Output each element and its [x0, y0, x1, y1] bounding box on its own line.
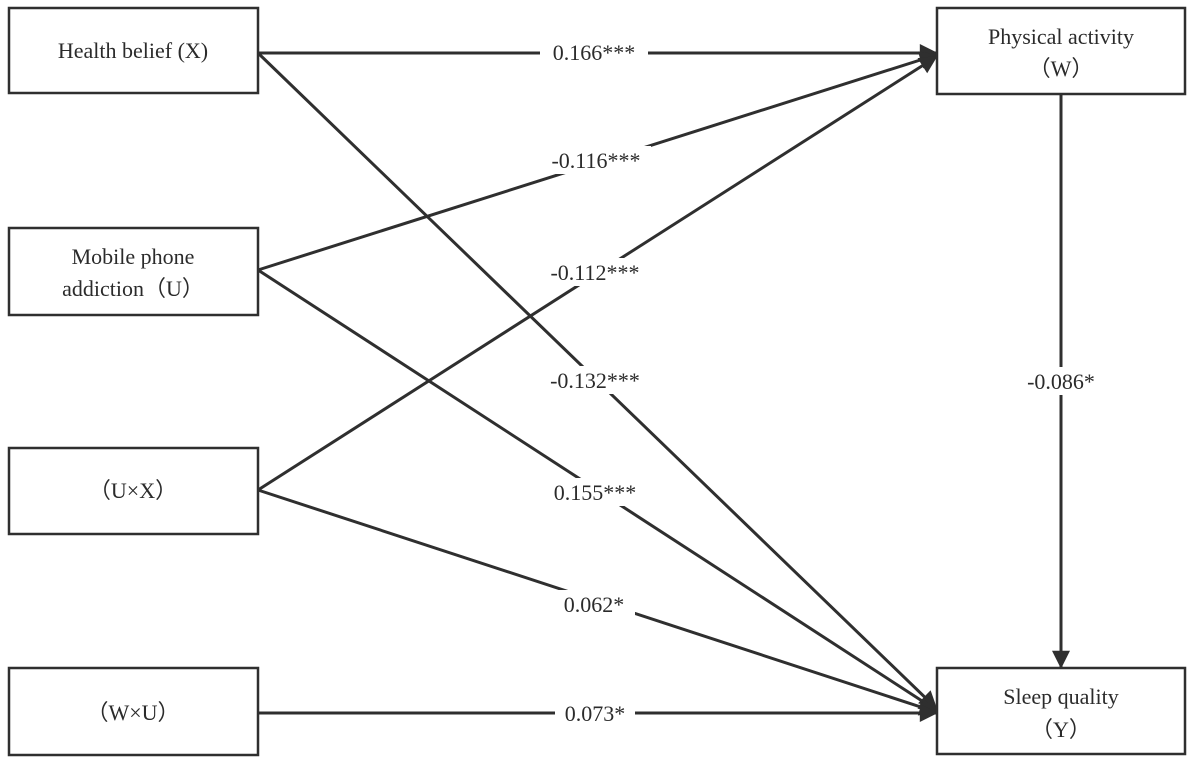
coef-wu-sq: 0.073* [555, 699, 635, 727]
coef-pm-pa-text: -0.116*** [551, 148, 640, 173]
coef-hb-sq: -0.132*** [538, 366, 652, 394]
node-physical-activity-line2: （W） [1029, 56, 1094, 81]
coef-pm-sq: 0.155*** [541, 478, 649, 506]
coef-ux-sq: 0.062* [553, 590, 635, 618]
coef-ux-pa: -0.112*** [539, 258, 651, 286]
node-phone-addiction-line2: addiction（U） [62, 276, 204, 301]
node-sleep-quality-line1: Sleep quality [1003, 684, 1118, 709]
node-sleep-quality: Sleep quality （Y） [935, 666, 1187, 756]
coef-pa-sq: -0.086* [1015, 367, 1107, 395]
edges [256, 44, 1070, 722]
coefficient-labels: 0.166*** -0.116*** -0.112*** -0.132*** 0… [538, 38, 1107, 727]
coef-pa-sq-text: -0.086* [1027, 369, 1095, 394]
coef-pm-pa: -0.116*** [541, 146, 651, 174]
coef-hb-sq-text: -0.132*** [550, 368, 640, 393]
coef-wu-sq-text: 0.073* [565, 701, 626, 726]
node-sleep-quality-line2: （Y） [1031, 717, 1091, 742]
node-health-belief-label: Health belief (X) [58, 38, 208, 63]
node-phone-addiction: Mobile phone addiction（U） [7, 226, 260, 317]
coef-hb-pa-text: 0.166*** [553, 40, 636, 65]
node-ux-interaction-label: （U×X） [89, 478, 177, 503]
coef-pm-sq-text: 0.155*** [554, 480, 637, 505]
node-physical-activity: Physical activity （W） [935, 6, 1187, 96]
node-physical-activity-line1: Physical activity [988, 24, 1134, 49]
node-ux-interaction: （U×X） [7, 446, 260, 536]
node-wu-interaction: （W×U） [7, 666, 260, 757]
node-health-belief: Health belief (X) [7, 6, 260, 95]
coef-ux-sq-text: 0.062* [564, 592, 625, 617]
coef-ux-pa-text: -0.112*** [550, 260, 639, 285]
node-wu-interaction-label: （W×U） [86, 700, 179, 725]
node-phone-addiction-line1: Mobile phone [72, 244, 195, 269]
coef-hb-pa: 0.166*** [540, 38, 648, 66]
